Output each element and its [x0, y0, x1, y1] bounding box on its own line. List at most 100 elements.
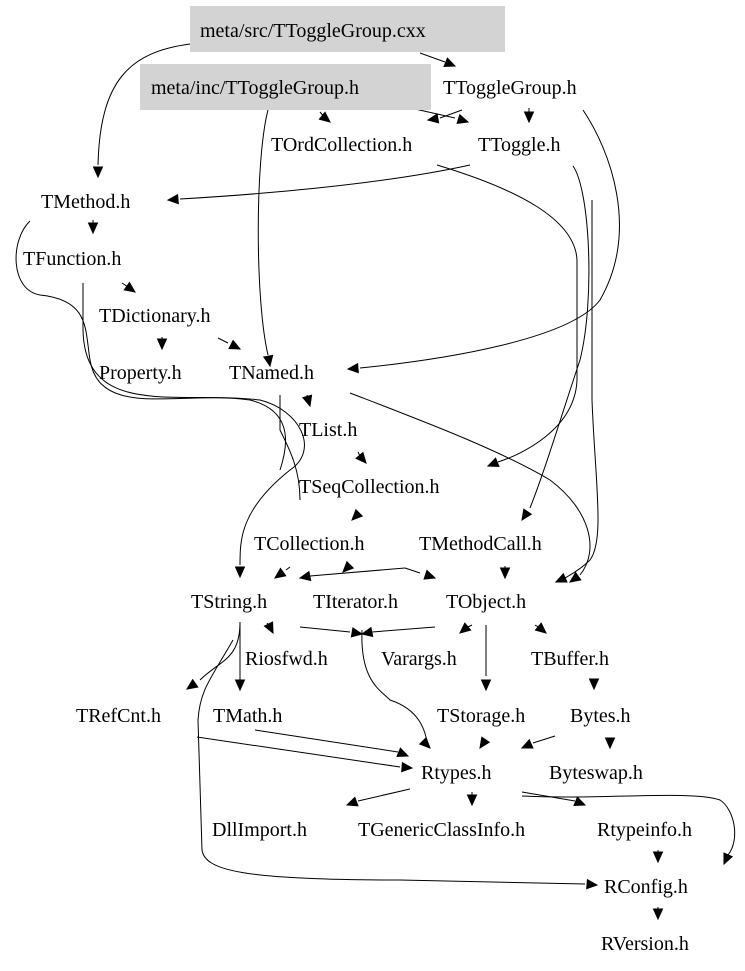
node-Property[interactable]: Property.h — [99, 362, 182, 384]
arrowhead-icon — [573, 796, 587, 806]
node-Varargs[interactable]: Varargs.h — [381, 648, 457, 670]
arrowhead-icon — [396, 747, 410, 757]
node-label: Varargs.h — [381, 648, 457, 670]
edge-Rtypes-to-Rtypeinfo — [521, 791, 587, 806]
node-TString[interactable]: TString.h — [191, 591, 267, 613]
node-TSeqCollection[interactable]: TSeqCollection.h — [299, 476, 440, 498]
arrowhead-icon — [523, 111, 535, 124]
node-TToggle[interactable]: TToggle.h — [478, 134, 560, 156]
edge-line — [419, 52, 446, 63]
arrowhead-icon — [466, 794, 478, 807]
edge-TStorage-to-Rtypes — [479, 736, 491, 750]
arrowhead-icon — [274, 567, 287, 579]
arrowhead-icon — [123, 281, 136, 293]
node-Byteswap[interactable]: Byteswap.h — [549, 762, 643, 784]
arrowhead-icon — [479, 736, 491, 750]
node-Rtypes[interactable]: Rtypes.h — [421, 762, 492, 784]
arrowhead-icon — [723, 852, 734, 866]
arrowhead-icon — [185, 678, 199, 690]
edge-TSeqCollection-to-TCollection — [351, 508, 364, 521]
arrowhead-icon — [521, 508, 533, 522]
node-Bytes[interactable]: Bytes.h — [570, 705, 631, 727]
edge-TToggleGroup-to-TOrdCollection — [426, 109, 463, 124]
arrowhead-icon — [92, 166, 104, 179]
node-label: TOrdCollection.h — [271, 134, 412, 156]
node-DllImport[interactable]: DllImport.h — [212, 819, 307, 841]
arrowhead-icon — [554, 572, 568, 583]
edge-line — [257, 109, 269, 356]
node-TMethod[interactable]: TMethod.h — [41, 191, 130, 213]
node-Riosfwd[interactable]: Riosfwd.h — [245, 648, 328, 670]
edge-line — [196, 736, 401, 768]
node-highlight-box — [190, 6, 505, 52]
node-inc_h[interactable]: meta/inc/TToggleGroup.h — [140, 64, 431, 110]
node-TGenericClassInfo[interactable]: TGenericClassInfo.h — [358, 819, 525, 841]
arrowhead-icon — [426, 113, 440, 124]
node-label: TRefCnt.h — [76, 705, 161, 727]
node-TFunction[interactable]: TFunction.h — [23, 248, 121, 270]
node-TRefCnt[interactable]: TRefCnt.h — [76, 705, 161, 727]
node-TIterator[interactable]: TIterator.h — [313, 591, 398, 613]
arrowhead-icon — [486, 457, 500, 467]
arrowhead-icon — [534, 622, 547, 634]
arrowhead-icon — [346, 362, 359, 374]
edge-line — [199, 621, 241, 681]
edge-line — [436, 164, 578, 463]
node-TObject[interactable]: TObject.h — [446, 591, 526, 613]
node-label: TDictionary.h — [99, 305, 210, 327]
node-label: RConfig.h — [604, 876, 688, 898]
edge-Bytes-to-Byteswap — [604, 737, 616, 750]
edge-line — [404, 567, 421, 574]
node-Rtypeinfo[interactable]: Rtypeinfo.h — [597, 819, 692, 841]
arrowhead-icon — [228, 339, 242, 350]
arrowhead-icon — [456, 113, 470, 124]
node-label: DllImport.h — [212, 819, 307, 841]
node-TMethodCall[interactable]: TMethodCall.h — [419, 533, 542, 555]
node-label: TList.h — [299, 419, 357, 441]
arrowhead-icon — [604, 737, 616, 750]
node-TMath[interactable]: TMath.h — [213, 705, 282, 727]
edge-src_cxx-to-TMethod — [92, 43, 191, 179]
edge-line — [82, 283, 305, 566]
edge-TToggleGroup-to-TToggle — [523, 108, 535, 124]
edge-inc_h-to-TToggle — [414, 108, 470, 124]
node-label: TCollection.h — [254, 533, 365, 555]
node-label: meta/inc/TToggleGroup.h — [151, 77, 359, 99]
edge-Rtypes-to-DllImport — [345, 788, 411, 807]
arrowhead-icon — [652, 851, 664, 864]
node-TNamed[interactable]: TNamed.h — [229, 362, 314, 384]
node-src_cxx[interactable]: meta/src/TToggleGroup.cxx — [190, 6, 505, 52]
edge-line — [371, 626, 436, 633]
node-TList[interactable]: TList.h — [299, 419, 357, 441]
node-label: TMethod.h — [41, 191, 130, 213]
node-TToggleGroup[interactable]: TToggleGroup.h — [443, 77, 577, 99]
edge-TMethod-to-TFunction — [87, 220, 99, 235]
arrowhead-icon — [418, 736, 431, 749]
arrowhead-icon — [166, 193, 179, 205]
edge-TCollection-to-TIterator — [342, 560, 355, 573]
arrowhead-icon — [302, 394, 313, 408]
node-TOrdCollection[interactable]: TOrdCollection.h — [271, 134, 412, 156]
node-RConfig[interactable]: RConfig.h — [604, 876, 688, 898]
node-TStorage[interactable]: TStorage.h — [437, 705, 525, 727]
node-TCollection[interactable]: TCollection.h — [254, 533, 365, 555]
arrowhead-icon — [262, 354, 274, 368]
arrowhead-icon — [298, 570, 312, 582]
edge-Rtypeinfo-to-RConfig — [652, 850, 664, 864]
node-label: TToggle.h — [478, 134, 560, 156]
arrowhead-icon — [156, 338, 168, 351]
edge-TCollection-to-TObject — [404, 567, 437, 580]
node-label: TString.h — [191, 591, 267, 613]
node-label: TObject.h — [446, 591, 526, 613]
node-label: Property.h — [99, 362, 182, 384]
node-TBuffer[interactable]: TBuffer.h — [531, 648, 609, 670]
edge-TToggleGroup-to-TNamed — [346, 109, 620, 374]
node-RVersion[interactable]: RVersion.h — [601, 933, 689, 955]
edge-TNamed-to-TList — [302, 394, 313, 408]
edge-TObject-to-Riosfwd — [360, 626, 436, 638]
node-TDictionary[interactable]: TDictionary.h — [99, 305, 210, 327]
edge-TCollection-to-TObject — [298, 567, 406, 582]
arrowhead-icon — [520, 738, 534, 749]
arrowhead-icon — [350, 627, 364, 638]
